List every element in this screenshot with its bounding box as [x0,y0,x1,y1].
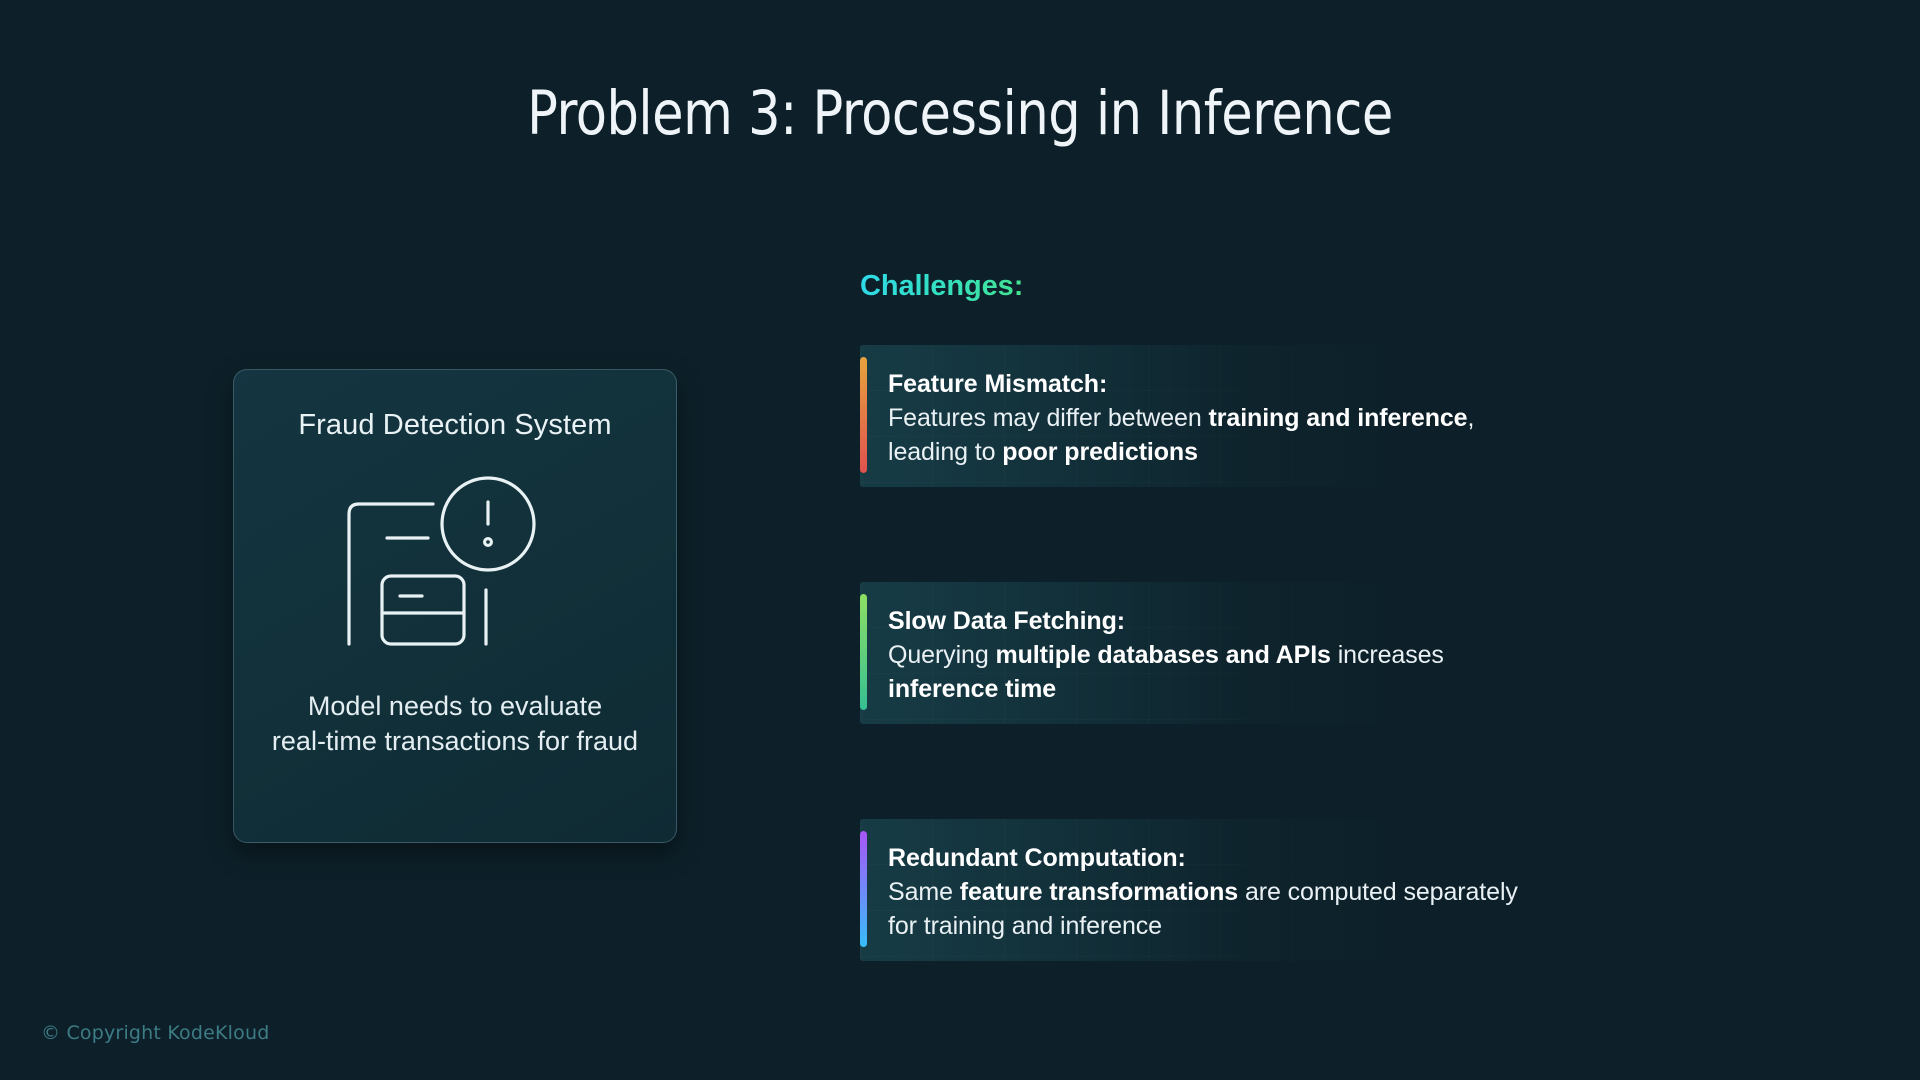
challenges-heading: Challenges: [860,270,1024,302]
text-segment: Querying [888,641,996,669]
text-segment: Same [888,878,960,906]
challenge-line-2: leading to poor predictions [888,435,1474,469]
challenge-body: Slow Data Fetching: Querying multiple da… [860,582,1444,724]
accent-bar-slow-data-fetching [860,594,867,710]
fraud-detection-card-title: Fraud Detection System [298,409,612,441]
text-segment: increases [1330,641,1444,669]
text-emphasis: multiple databases and APIs [995,641,1331,669]
accent-bar-redundant-computation [860,831,867,947]
challenge-card-redundant-computation: Redundant Computation: Same feature tran… [860,819,1518,961]
challenge-title: Slow Data Fetching: [888,607,1126,635]
challenge-card-feature-mismatch: Feature Mismatch: Features may differ be… [860,345,1474,487]
challenge-body: Redundant Computation: Same feature tran… [860,819,1518,961]
text-segment: , [1467,404,1475,432]
accent-bar-feature-mismatch [860,357,867,473]
credit-card-alert-icon [330,466,580,671]
caption-line-2: real-time transactions for fraud [271,726,639,756]
challenge-title: Feature Mismatch: [888,370,1108,398]
challenge-line-2: for training and inference [888,909,1518,943]
challenge-title: Redundant Computation: [888,844,1186,872]
text-emphasis: inference time [888,675,1057,703]
challenges-section: Challenges: Feature Mismatch: Features m… [860,270,1760,961]
challenge-card-slow-data-fetching: Slow Data Fetching: Querying multiple da… [860,582,1444,724]
caption-line-1: Model needs to evaluate [307,691,603,721]
copyright-text: © Copyright KodeKloud [41,1022,270,1044]
challenge-line-2: inference time [888,672,1444,706]
text-emphasis: feature transformations [959,878,1239,906]
challenge-body: Feature Mismatch: Features may differ be… [860,345,1474,487]
text-segment: for training and inference [888,912,1162,940]
text-emphasis: poor predictions [1002,438,1198,466]
text-segment: Features may differ between [888,404,1209,432]
fraud-detection-card-caption: Model needs to evaluate real-time transa… [258,689,652,759]
text-emphasis: training and inference [1208,404,1468,432]
text-segment: leading to [888,438,1003,466]
page-title: Problem 3: Processing in Inference [527,78,1393,149]
challenge-line-1: Features may differ between training and… [888,401,1474,435]
text-segment: are computed separately [1238,878,1518,906]
challenge-line-1: Same feature transformations are compute… [888,875,1518,909]
fraud-detection-card: Fraud Detection System [233,369,677,843]
challenge-line-1: Querying multiple databases and APIs inc… [888,638,1444,672]
